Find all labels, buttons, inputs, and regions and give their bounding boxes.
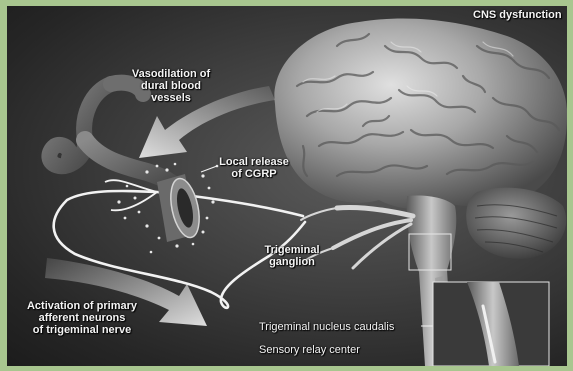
vessel-cross-section-illustration [157,174,204,242]
illustration-panel: CNS dysfunction Vasodilation of dural bl… [7,6,567,366]
cns-dysfunction-label: CNS dysfunction [473,9,562,21]
activation-label: Activation of primary afferent neurons o… [7,300,157,336]
large-inset-box [433,282,549,366]
trigeminal-ganglion-label: Trigeminal ganglion [253,244,331,268]
brain-illustration [274,18,567,208]
cerebellum-illustration [466,188,566,259]
local-release-cgrp-label: Local release of CGRP [213,156,295,180]
sensory-relay-center-label: Sensory relay center [259,344,360,356]
nucleus-caudalis-label: Trigeminal nucleus caudalis [259,321,394,333]
vasodilation-label: Vasodilation of dural blood vessels [115,68,227,104]
